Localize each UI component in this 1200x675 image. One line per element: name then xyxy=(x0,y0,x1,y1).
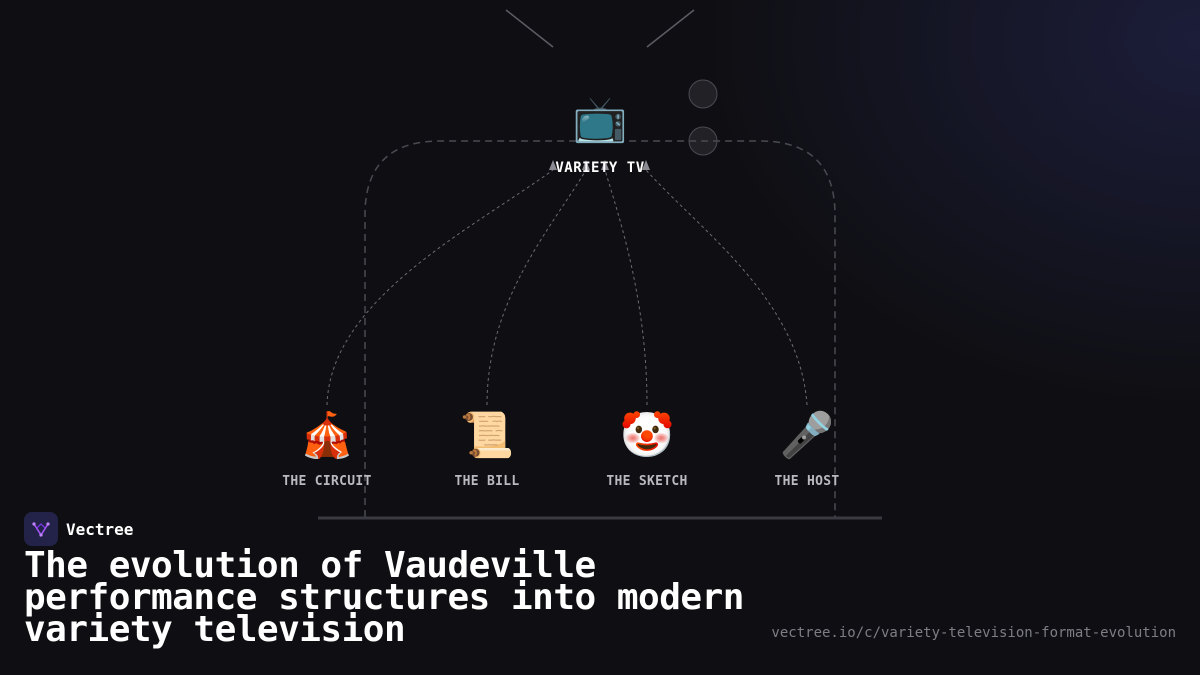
scroll-icon: 📜 xyxy=(459,410,515,461)
brand-name: Vectree xyxy=(66,519,134,539)
connector-host xyxy=(645,169,808,406)
node-label-bill: THE BILL xyxy=(454,474,520,489)
arrowhead-bill xyxy=(582,160,590,170)
arrowhead-host xyxy=(642,160,650,170)
page-title: The evolution of Vaudeville performance … xyxy=(24,545,744,650)
circus-tent-icon: 🎪 xyxy=(299,410,355,461)
vectree-logo-icon xyxy=(24,512,58,546)
node-label-sketch: THE SKETCH xyxy=(606,474,688,489)
arrowhead-circuit xyxy=(549,160,557,170)
antenna-line-right xyxy=(646,9,695,48)
node-label-host: THE HOST xyxy=(774,474,840,489)
arrowhead-sketch xyxy=(601,160,609,170)
television-icon: 📺 xyxy=(572,94,628,145)
tv-frame-outline xyxy=(364,140,836,517)
brand[interactable]: Vectree xyxy=(24,512,133,546)
antenna-line-left xyxy=(505,9,554,48)
page-url[interactable]: vectree.io/c/variety-television-format-e… xyxy=(771,625,1176,641)
knob-top xyxy=(688,79,718,109)
connector-circuit xyxy=(326,169,554,406)
microphone-icon: 🎤 xyxy=(779,410,835,461)
connector-bill xyxy=(486,169,587,406)
node-label-circuit: THE CIRCUIT xyxy=(282,474,372,489)
root-node-label: VARIETY TV xyxy=(555,160,645,176)
connector-sketch xyxy=(604,169,648,406)
clown-face-icon: 🤡 xyxy=(619,410,675,461)
